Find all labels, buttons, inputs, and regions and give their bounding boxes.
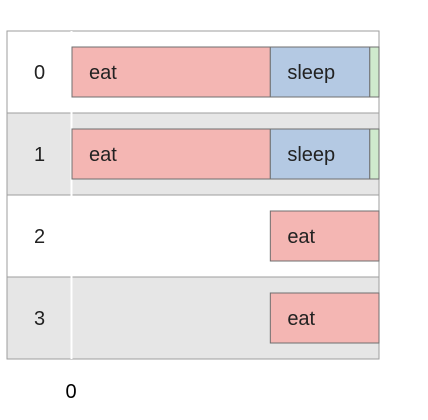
x-axis: 0 (65, 381, 76, 403)
bar-other-row-0 (369, 46, 380, 98)
bar-label-sleep-row-0: sleep (287, 62, 335, 84)
row-labels: 0 1 2 3 (34, 62, 45, 330)
row-label-3: 3 (34, 308, 45, 330)
bar-eat-row-1 (71, 128, 271, 180)
row-label-1: 1 (34, 144, 45, 166)
bar-label-sleep-row-1: sleep (287, 144, 335, 166)
bar-eat-row-2 (269, 210, 380, 262)
bars: eat sleep eat sleep eat eat (71, 46, 380, 344)
bar-label-eat-row-0: eat (89, 62, 117, 84)
bar-eat-row-3 (269, 292, 380, 344)
bar-label-eat-row-3: eat (287, 308, 315, 330)
bar-label-eat-row-2: eat (287, 226, 315, 248)
x-tick-0: 0 (65, 381, 76, 403)
bar-sleep-row-1 (269, 128, 371, 180)
bar-label-eat-row-1: eat (89, 144, 117, 166)
bar-sleep-row-0 (269, 46, 371, 98)
row-label-2: 2 (34, 226, 45, 248)
bar-other-row-1 (369, 128, 380, 180)
row-label-0: 0 (34, 62, 45, 84)
